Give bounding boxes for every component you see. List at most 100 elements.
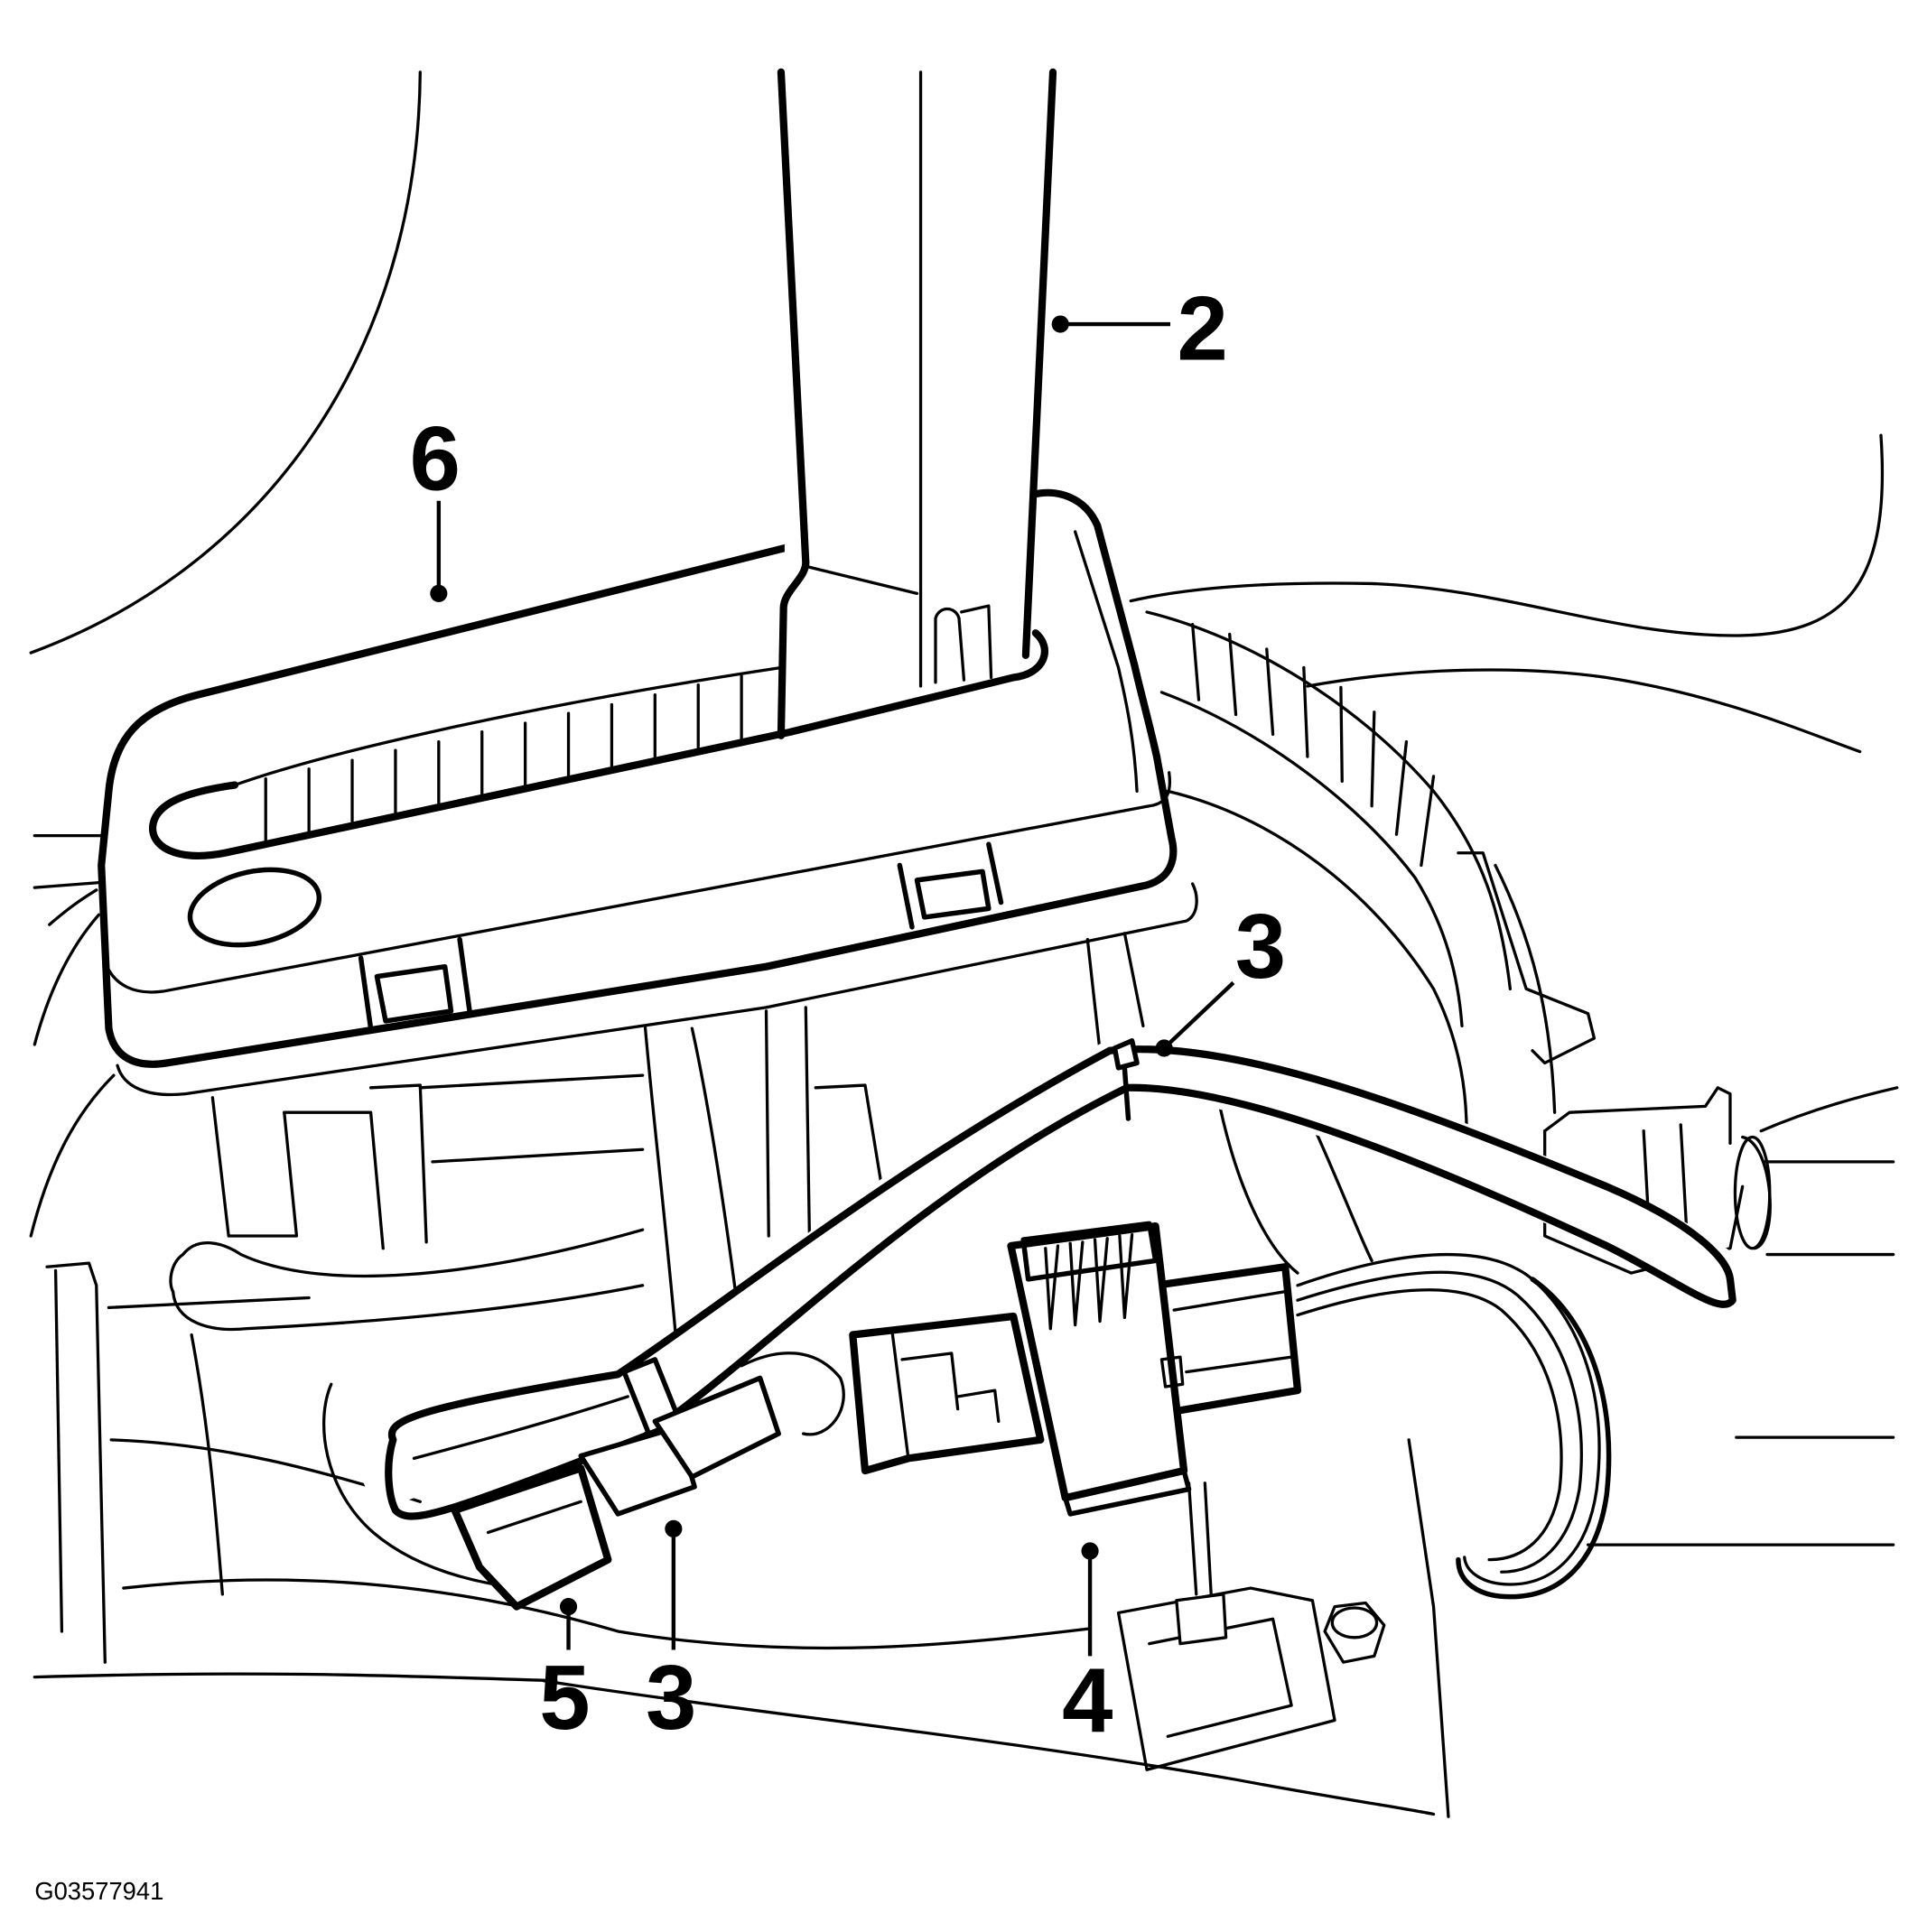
connector-4-latch: [1159, 1355, 1185, 1389]
bezel-inner-edge: [1074, 530, 1139, 793]
wire-loop: [1296, 1270, 1583, 1574]
housing-line: [210, 1096, 299, 1238]
boot-rib-line: [1339, 685, 1344, 784]
harness-lower-edge: [391, 1083, 1736, 1520]
harness-upper-edge: [387, 1045, 1735, 1444]
callout-3-upper: 3: [1155, 896, 1286, 1057]
floor-line: [107, 1296, 311, 1310]
lever-joint-line: [804, 564, 919, 596]
floor-line: [542, 1679, 1436, 1816]
connector-3-wire: [740, 1351, 845, 1436]
housing-line: [418, 1073, 645, 1090]
cable-clip: [1175, 1593, 1228, 1646]
bezel-clip-left: [358, 936, 472, 1031]
floor-line: [122, 1578, 1089, 1650]
background-line: [29, 1073, 116, 1238]
column-line: [643, 1024, 679, 1355]
connector-5-body: [451, 1464, 612, 1611]
floor-line: [1407, 1438, 1450, 1818]
tube-line: [171, 1284, 645, 1332]
connector-3-plug: [652, 1375, 781, 1480]
shift-lever: [777, 68, 1057, 739]
slot-outline: [148, 629, 1048, 860]
boot-rib-line: [1370, 711, 1376, 808]
callout-2: 2: [1051, 278, 1228, 380]
left-wall-line: [53, 1268, 64, 1633]
floor-line: [322, 1382, 521, 1590]
tube-line: [169, 1252, 185, 1294]
wire-loop: [1456, 1277, 1612, 1600]
connector-3-body: [578, 1425, 697, 1517]
connector-side-block: [849, 1312, 1045, 1475]
background-line: [1129, 433, 1885, 637]
boot-rib-line: [1302, 665, 1309, 758]
bezel-band-line: [103, 771, 1171, 994]
boot-tube-line: [1494, 863, 1557, 1114]
harness-end: [385, 1435, 400, 1514]
connector-4-rib: [1044, 1244, 1060, 1331]
callout-label: 2: [1177, 278, 1227, 380]
right-cylinder: [1741, 1135, 1772, 1250]
lever-left-edge: [777, 68, 810, 739]
harness-inner-line: [412, 1395, 629, 1461]
connector-4-top: [1020, 1221, 1159, 1282]
bezel-clip-right: [897, 841, 1004, 930]
boot-rib-line: [1191, 622, 1201, 701]
mounting-plate: [1116, 1586, 1336, 1771]
left-wall-line: [45, 1261, 107, 1664]
boot-tube-line: [1159, 691, 1464, 1028]
harness-clip: [1112, 1038, 1140, 1071]
bracket-tab: [1457, 851, 1597, 1065]
callout-6: 6: [410, 407, 461, 602]
background-line: [29, 70, 422, 655]
bezel-hole: [187, 867, 322, 948]
background-line: [48, 888, 98, 926]
harness-clip-stem: [1122, 1065, 1131, 1121]
callout-label: 3: [1235, 896, 1286, 998]
wire-loop: [1296, 1253, 1601, 1586]
boot-rib-line: [1420, 775, 1436, 868]
wire-loop: [1296, 1288, 1563, 1562]
lever-right-edge: [1021, 68, 1057, 659]
connector-4-rib: [1118, 1233, 1134, 1319]
column-line: [804, 1006, 812, 1238]
tube-line: [181, 1228, 645, 1278]
background-line: [1306, 668, 1862, 754]
connectors: [451, 1221, 1302, 1611]
slot-rib-edge: [233, 665, 783, 787]
callout-label: 4: [1062, 1649, 1113, 1751]
housing-line: [431, 1147, 645, 1164]
boot-tube-line: [1145, 610, 1513, 990]
housing-line: [1215, 1092, 1299, 1275]
lever-bracket: [934, 604, 993, 684]
callout-label: 6: [410, 407, 461, 509]
callout-label: 5: [539, 1647, 590, 1749]
boot-rib-line: [1265, 647, 1275, 737]
lever-body: [780, 71, 1054, 729]
harness-body: [361, 1037, 1762, 1505]
boot-rib-line: [1228, 632, 1238, 717]
background-line: [33, 880, 101, 889]
callout-3-lower: 3: [646, 1519, 696, 1749]
column-line: [764, 1009, 770, 1238]
callout-4: 4: [1062, 1542, 1113, 1751]
housing-line: [283, 1110, 385, 1250]
housing-line: [1085, 937, 1102, 1053]
background-line: [1759, 1086, 1899, 1133]
right-bracket: [1543, 1086, 1732, 1146]
floor-line: [190, 1333, 224, 1596]
housing-line: [368, 1083, 428, 1244]
housing-line: [1122, 932, 1145, 1028]
connector-side-detail: [1172, 1289, 1293, 1374]
floor-line: [33, 1672, 558, 1683]
connector-4-base: [1062, 1468, 1192, 1517]
callout-5: 5: [539, 1598, 591, 1749]
connector-side-detail: [890, 1331, 1001, 1461]
housing-line: [1308, 1117, 1373, 1263]
cable-tie: [1187, 1482, 1213, 1596]
leader-line: [1162, 980, 1235, 1050]
background-line: [33, 913, 101, 1046]
bolt-head: [1330, 1606, 1379, 1639]
boot-tube-line: [1166, 789, 1468, 1176]
